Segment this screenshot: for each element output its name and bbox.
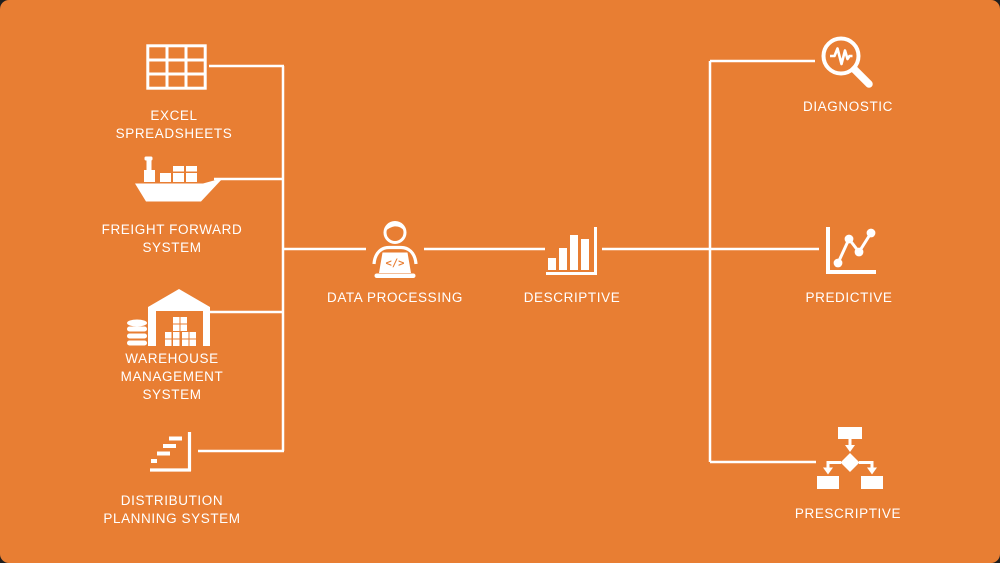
label-distribution-planning-system: DISTRIBUTION PLANNING SYSTEM [103,493,241,526]
magnifier-pulse-icon [818,34,890,98]
line-chart-dots-icon [820,220,880,280]
label-warehouse-management-system: WAREHOUSE MANAGEMENT SYSTEM [120,351,224,402]
label-predictive: PREDICTIVE [805,290,893,305]
label-data-processing: DATA PROCESSING [326,290,464,305]
label-prescriptive: PRESCRIPTIVE [794,506,902,521]
label-excel-spreadsheets: EXCEL SPREADSHEETS [115,108,233,141]
person-coding-icon: </> [365,218,425,280]
bar-chart-icon [545,220,607,278]
flowchart-icon [812,426,888,490]
spreadsheet-table-icon [146,44,207,90]
cargo-ship-icon [133,156,225,203]
label-descriptive: DESCRIPTIVE [523,290,621,305]
gantt-bars-icon [148,430,194,474]
label-diagnostic: DIAGNOSTIC [802,99,893,114]
label-freight-forward-system: FREIGHT FORWARD SYSTEM [101,222,243,255]
warehouse-icon [126,284,210,350]
svg-text:</>: </> [386,258,405,270]
